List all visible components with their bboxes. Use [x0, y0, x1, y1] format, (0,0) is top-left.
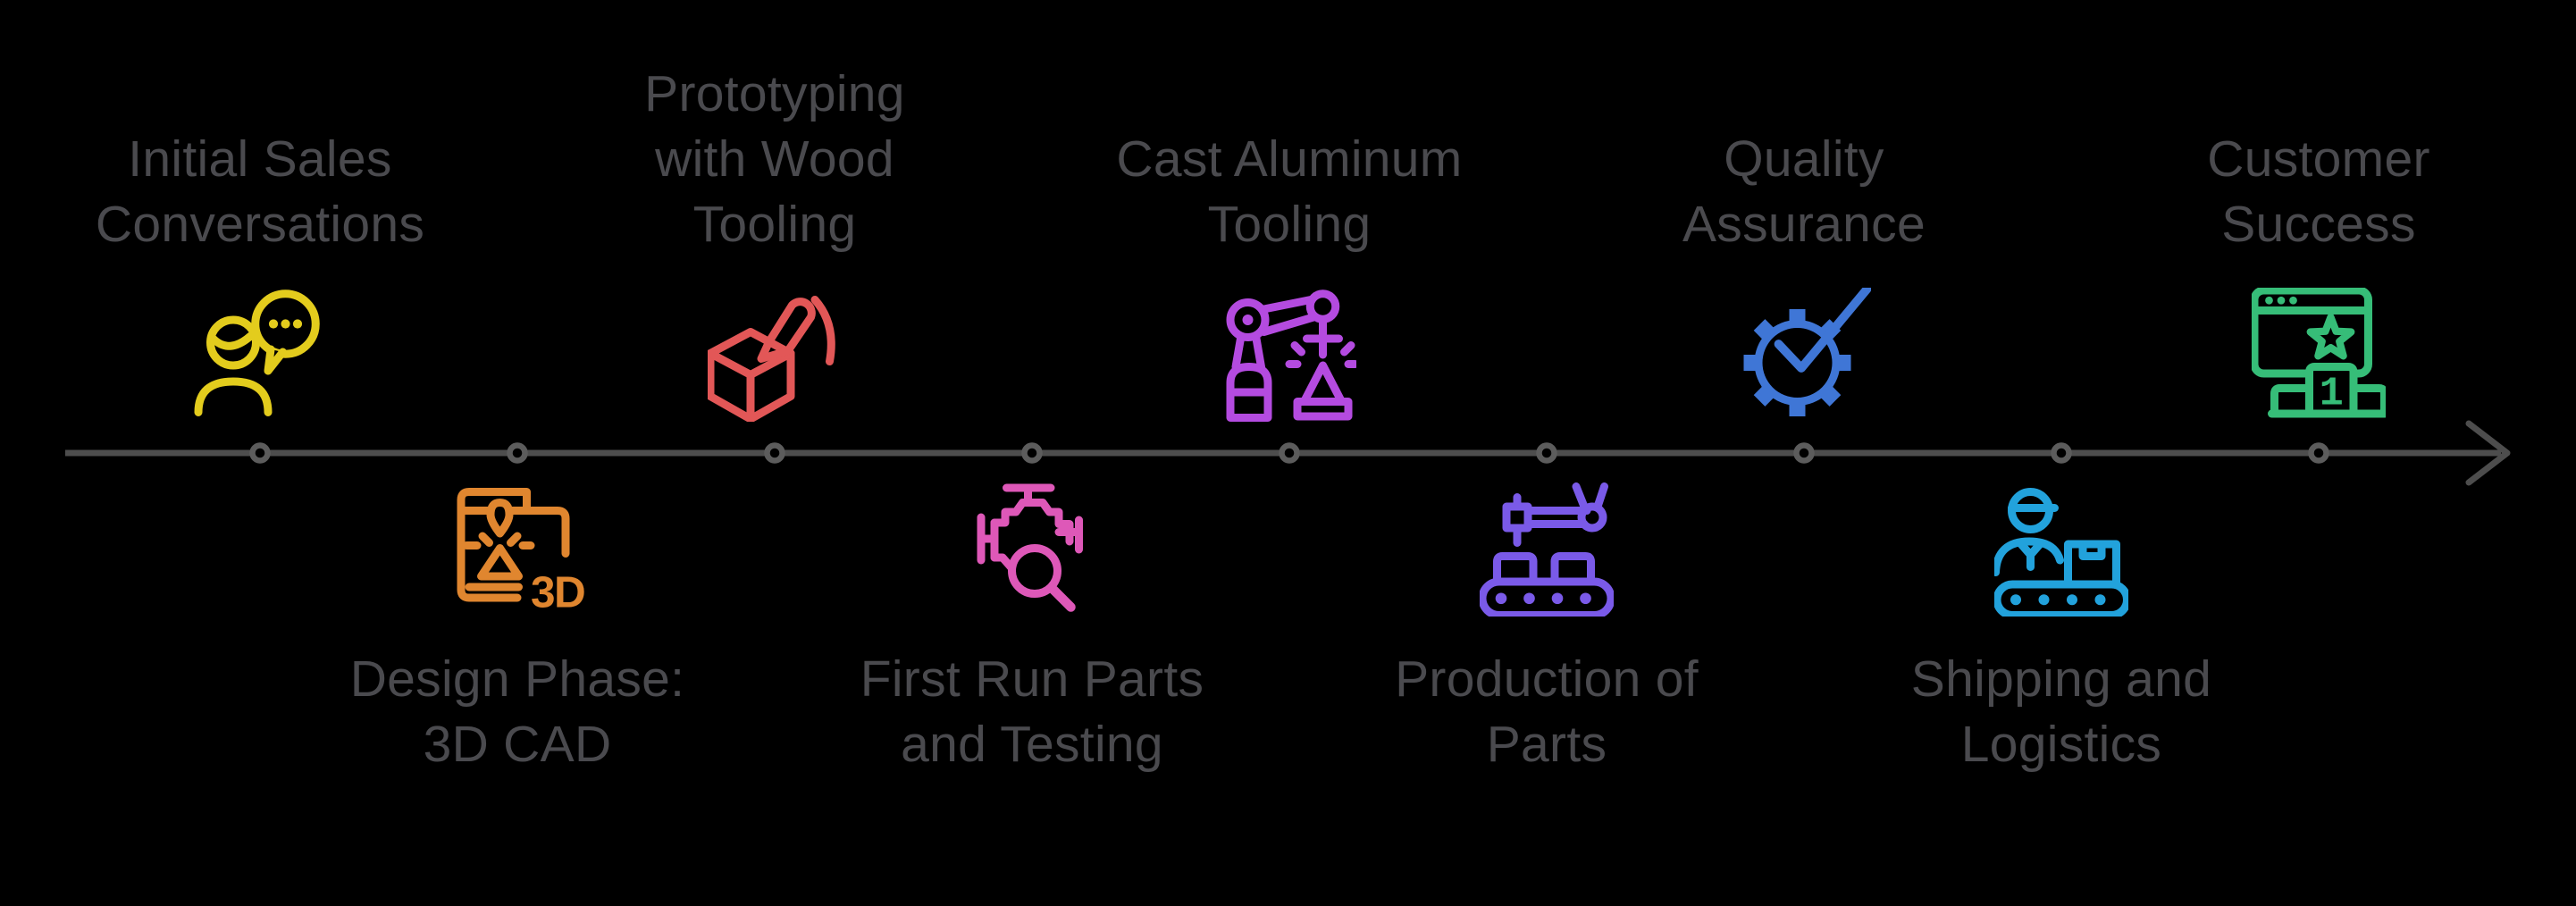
stage-label: Production of Parts — [1395, 650, 1699, 773]
stage-label: Design Phase: 3D CAD — [349, 650, 685, 773]
timeline-node — [2308, 442, 2329, 464]
timeline-node — [764, 442, 785, 464]
timeline-node — [2051, 442, 2072, 464]
timeline-node — [1536, 442, 1557, 464]
stage-label: Customer Success — [2207, 130, 2430, 253]
worker-conveyor-icon — [1994, 482, 2128, 617]
timeline-node — [507, 442, 528, 464]
stage-label: Cast Aluminum Tooling — [1116, 130, 1463, 253]
svg-text:3D: 3D — [531, 568, 584, 617]
stage-label: First Run Parts and Testing — [860, 650, 1204, 773]
stage-label: Prototyping with Wood Tooling — [644, 65, 905, 253]
wood-tooling-cube-icon — [708, 288, 842, 422]
stage-label: Initial Sales Conversations — [95, 130, 425, 253]
stage-label: Quality Assurance — [1682, 130, 1926, 253]
timeline-node — [1793, 442, 1815, 464]
engine-inspection-icon — [965, 482, 1099, 617]
timeline-node — [1279, 442, 1300, 464]
gear-checkmark-icon — [1737, 288, 1871, 422]
stage-label: Shipping and Logistics — [1910, 650, 2212, 773]
timeline-node — [1021, 442, 1043, 464]
timeline-node — [249, 442, 271, 464]
conveyor-robot-icon — [1480, 482, 1614, 617]
svg-text:1: 1 — [2320, 372, 2344, 417]
timeline-arrowhead — [2465, 420, 2511, 486]
welding-robot-icon — [1222, 288, 1356, 422]
sales-conversation-icon — [193, 288, 327, 422]
timeline-nodes — [249, 442, 2329, 464]
3d-printer-icon: 3D — [450, 482, 584, 617]
winner-browser-icon: 1 — [2252, 288, 2386, 422]
